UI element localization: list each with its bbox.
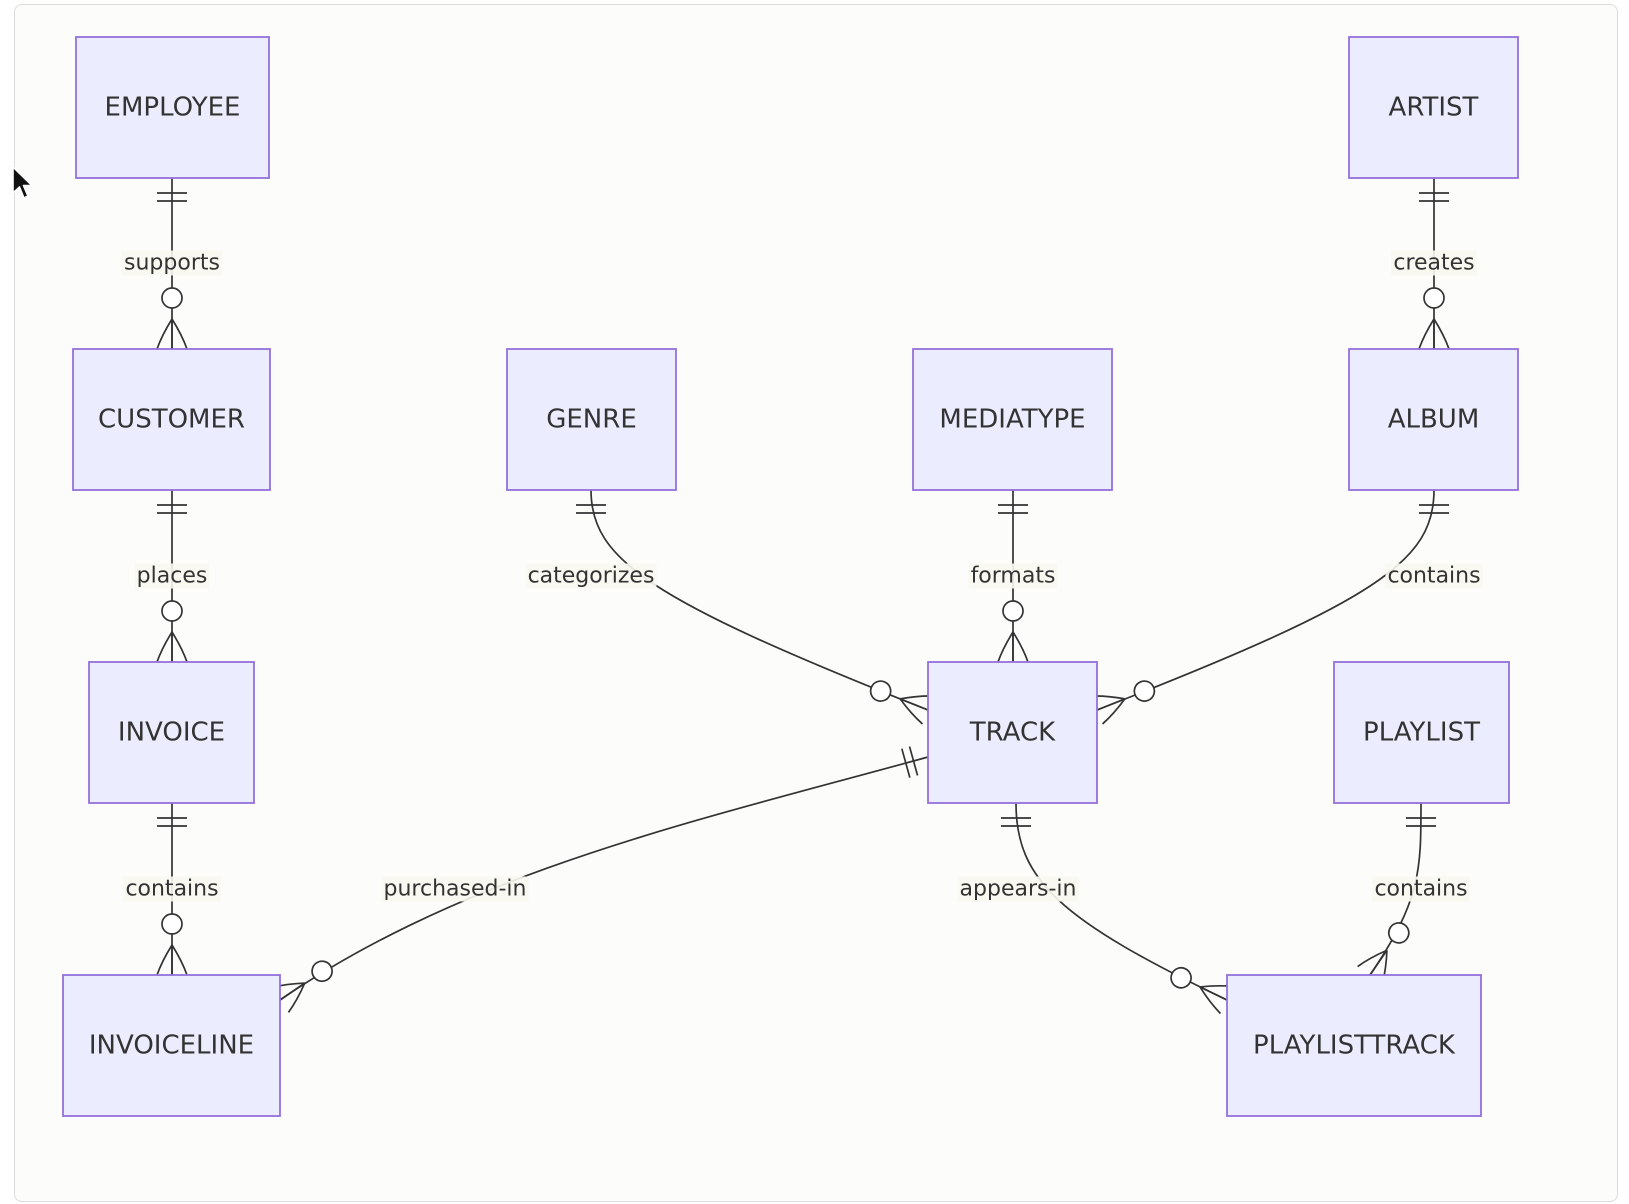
mouse-cursor-icon bbox=[12, 166, 33, 199]
entity-customer[interactable]: CUSTOMER bbox=[72, 348, 271, 491]
relationship-label: purchased-in bbox=[384, 877, 527, 902]
cardinality-zero-or-more-marker bbox=[1418, 287, 1450, 350]
cardinality-zero-or-more-marker bbox=[156, 287, 188, 350]
entities: EMPLOYEE ARTIST CUSTOMER GENRE MEDIATYPE ALBU… bbox=[62, 36, 1519, 1117]
relationship-label-background bbox=[1385, 563, 1483, 589]
entity-employee[interactable]: EMPLOYEE bbox=[75, 36, 270, 179]
relationship-label-background bbox=[525, 563, 657, 589]
cardinality-zero-or-more-marker bbox=[156, 600, 188, 663]
cardinality-zero-or-more-marker bbox=[1170, 966, 1234, 1015]
entity-mediatype[interactable]: MEDIATYPE bbox=[912, 348, 1113, 491]
entity-box[interactable] bbox=[88, 661, 255, 804]
cardinality-exactly-one-marker bbox=[998, 504, 1028, 514]
relationship-label-background bbox=[122, 250, 222, 276]
relationship-label-background bbox=[1372, 876, 1470, 902]
relationship-label: places bbox=[137, 564, 208, 589]
entity-invoice[interactable]: INVOICE bbox=[88, 661, 255, 804]
entity-box[interactable] bbox=[1333, 661, 1510, 804]
relationship-label-background bbox=[1391, 250, 1477, 276]
entity-label: INVOICELINE bbox=[89, 1031, 254, 1061]
relationship-label: contains bbox=[125, 877, 218, 902]
cardinality-zero-or-more-marker bbox=[997, 600, 1029, 663]
entity-box[interactable] bbox=[72, 348, 271, 491]
relationship-label: creates bbox=[1393, 251, 1474, 276]
entity-genre[interactable]: GENRE bbox=[506, 348, 677, 491]
cardinality-exactly-one-marker bbox=[157, 504, 187, 514]
cardinality-exactly-one-marker bbox=[157, 192, 187, 202]
relationship-line-genre-track bbox=[590, 489, 929, 711]
entity-box[interactable] bbox=[75, 36, 270, 179]
entity-label: TRACK bbox=[969, 718, 1056, 748]
relationship-label-background bbox=[134, 563, 210, 589]
cardinality-zero-or-more-marker bbox=[271, 960, 333, 1013]
entity-label: INVOICE bbox=[118, 718, 225, 748]
cardinality-exactly-one-marker bbox=[1406, 817, 1436, 827]
cardinality-zero-or-more-marker bbox=[869, 680, 934, 725]
cardinality-zero-or-more-marker bbox=[156, 913, 188, 976]
entity-box[interactable] bbox=[927, 661, 1098, 804]
relationship-label: contains bbox=[1374, 877, 1467, 902]
entity-label: ARTIST bbox=[1389, 93, 1479, 123]
entity-box[interactable] bbox=[62, 974, 281, 1117]
relationship-label-background bbox=[123, 876, 221, 902]
relationship-label-background bbox=[968, 563, 1058, 589]
entity-box[interactable] bbox=[912, 348, 1113, 491]
entity-artist[interactable]: ARTIST bbox=[1348, 36, 1519, 179]
entity-box[interactable] bbox=[1348, 348, 1519, 491]
relationship-line-track-invoiceline bbox=[279, 756, 929, 1001]
cardinality-exactly-one-marker bbox=[576, 504, 606, 514]
cardinality-markers bbox=[156, 192, 1450, 1015]
entity-label: CUSTOMER bbox=[98, 405, 245, 435]
entity-playlist[interactable]: PLAYLIST bbox=[1333, 661, 1510, 804]
relationship-label: categorizes bbox=[528, 564, 655, 589]
entity-box[interactable] bbox=[506, 348, 677, 491]
relationship-label-background bbox=[957, 876, 1079, 902]
cardinality-zero-or-more-marker bbox=[1357, 922, 1410, 984]
cardinality-exactly-one-marker bbox=[1419, 192, 1449, 202]
relationship-label: appears-in bbox=[960, 877, 1077, 902]
cardinality-exactly-one-marker bbox=[1419, 504, 1449, 514]
relationship-label: formats bbox=[971, 564, 1056, 589]
relationship-labels: supports creates places categorizes formats c… bbox=[122, 250, 1483, 902]
entity-playlisttrack[interactable]: PLAYLISTTRACK bbox=[1226, 974, 1482, 1117]
entity-label: PLAYLIST bbox=[1363, 718, 1480, 748]
entity-album[interactable]: ALBUM bbox=[1348, 348, 1519, 491]
entity-label: ALBUM bbox=[1388, 405, 1480, 435]
relationship-line-album-track bbox=[1096, 489, 1435, 711]
entity-label: PLAYLISTTRACK bbox=[1253, 1031, 1456, 1061]
entity-box[interactable] bbox=[1226, 974, 1482, 1117]
relationship-label: contains bbox=[1387, 564, 1480, 589]
cardinality-exactly-one-marker bbox=[157, 817, 187, 827]
cardinality-exactly-one-marker bbox=[901, 746, 919, 778]
entity-label: EMPLOYEE bbox=[105, 93, 241, 123]
relationship-lines bbox=[171, 178, 1435, 1001]
entity-track[interactable]: TRACK bbox=[927, 661, 1098, 804]
entity-label: MEDIATYPE bbox=[939, 405, 1085, 435]
entity-box[interactable] bbox=[1348, 36, 1519, 179]
relationship-label-background bbox=[381, 876, 529, 902]
relationship-label: supports bbox=[124, 251, 220, 276]
entity-invoiceline[interactable]: INVOICELINE bbox=[62, 974, 281, 1117]
cardinality-exactly-one-marker bbox=[1001, 817, 1031, 827]
entity-label: GENRE bbox=[546, 405, 637, 435]
